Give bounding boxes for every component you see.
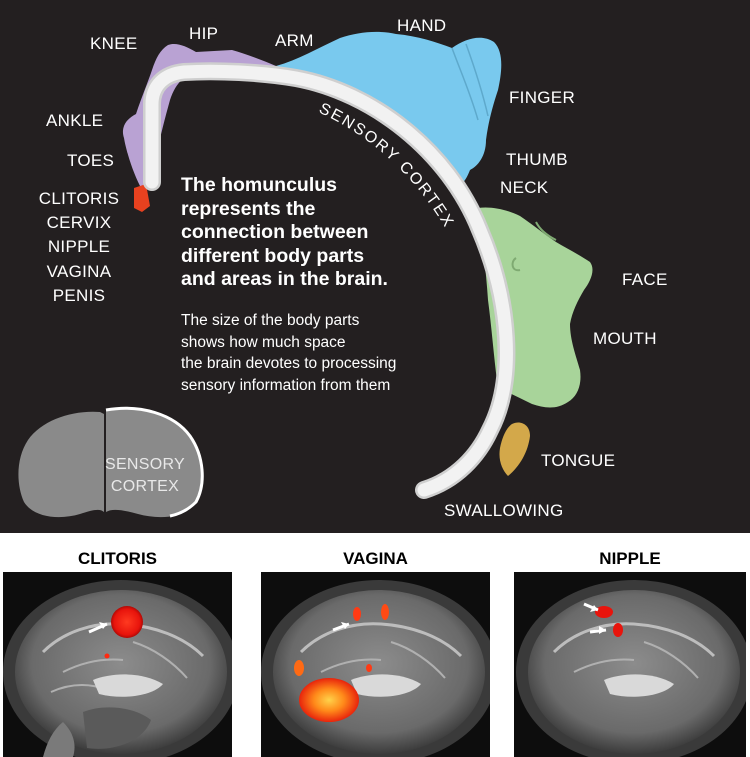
subtext-line: sensory information from them	[181, 376, 391, 394]
label-hip: HIP	[189, 24, 219, 43]
cortex-arc-inner	[145, 64, 513, 497]
subtext-line: The size of the body parts	[181, 312, 360, 329]
label-mouth: MOUTH	[593, 329, 657, 348]
label-hand: HAND	[397, 16, 447, 35]
activation-blob	[299, 678, 359, 722]
genitals-shape	[134, 184, 150, 212]
scan-title-nipple: NIPPLE	[599, 549, 661, 568]
brain-label-line-2: CORTEX	[110, 478, 180, 495]
label-neck: NECK	[500, 178, 549, 197]
subtext-line: the brain devotes to processing	[181, 355, 397, 372]
subtext: The size of the body parts shows how muc…	[181, 310, 481, 396]
label-finger: FINGER	[509, 88, 576, 107]
label-knee: KNEE	[90, 34, 138, 53]
brain-cortex-outline	[105, 406, 204, 518]
tongue-shape	[499, 422, 530, 476]
scan-title-clitoris: CLITORIS	[77, 549, 158, 568]
brain-left-hemisphere	[18, 411, 104, 518]
finger-lines	[451, 43, 489, 121]
ear-line	[511, 257, 521, 272]
brain-icon-label: SENSORY CORTEX	[100, 454, 190, 498]
eye-line	[535, 221, 557, 241]
mri-image	[261, 580, 490, 757]
mri-image	[3, 580, 232, 757]
brain-right-hemisphere	[106, 408, 203, 518]
label-ankle: ANKLE	[46, 111, 104, 130]
label-vagina: VAGINA	[46, 262, 112, 281]
label-swallowing: SWALLOWING	[444, 501, 564, 520]
homunculus-panel: SENSORY CORTEX KNEE HIP ARM HAND FINGER …	[0, 0, 750, 533]
activation-blob	[595, 606, 613, 618]
activation-blob	[613, 623, 623, 637]
mri-scan-nipple	[514, 572, 746, 757]
homunculus-diagram: SENSORY CORTEX	[18, 31, 593, 518]
label-nipple: NIPPLE	[47, 237, 111, 256]
headline-line: connection between	[181, 221, 369, 243]
label-face: FACE	[622, 270, 668, 289]
label-tongue: TONGUE	[541, 451, 616, 470]
headline-line: different body parts	[181, 244, 365, 267]
label-cervix: CERVIX	[46, 213, 112, 232]
activation-blob	[111, 606, 143, 638]
headline: The homunculus represents the connection…	[181, 174, 481, 292]
headline-line: The homunculus	[181, 174, 337, 196]
scan-title-vagina: VAGINA	[343, 549, 408, 568]
mri-scan-vagina	[261, 572, 490, 757]
brain-label-line-1: SENSORY	[104, 456, 186, 473]
label-arm: ARM	[275, 31, 314, 50]
mri-scan-clitoris	[3, 572, 232, 757]
subtext-line: shows how much space	[181, 333, 346, 351]
label-penis: PENIS	[52, 286, 106, 305]
label-toes: TOES	[67, 151, 115, 170]
mri-image	[516, 580, 746, 757]
headline-line: and areas in the brain.	[181, 268, 388, 290]
label-clitoris: CLITORIS	[38, 189, 120, 208]
label-thumb: THUMB	[506, 150, 568, 169]
headline-line: represents the	[181, 197, 316, 220]
